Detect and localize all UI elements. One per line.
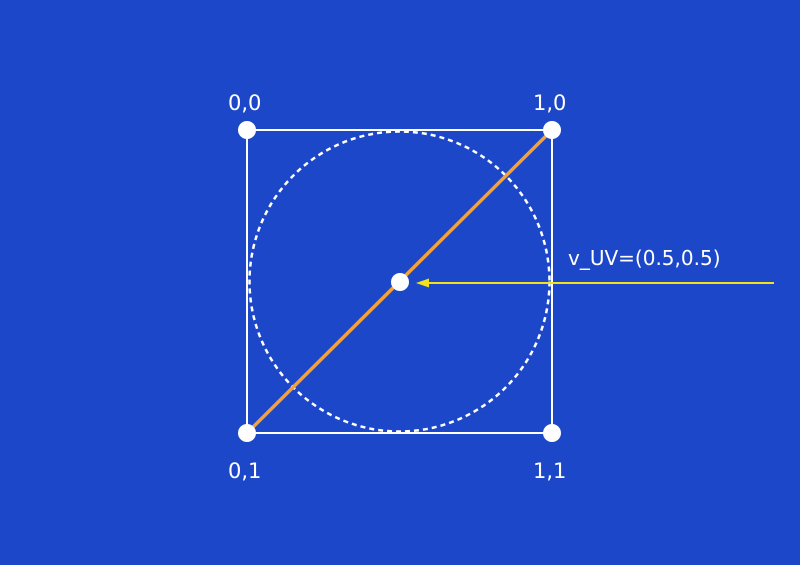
corner-label-bottom-right: 1,1 [533, 459, 567, 483]
corner-point-bottom-right [543, 424, 561, 442]
corner-label-top-right: 1,0 [533, 91, 567, 115]
arrowhead-icon [416, 278, 429, 288]
center-uv-annotation: v_UV=(0.5,0.5) [568, 246, 721, 270]
corner-label-bottom-left: 0,1 [228, 459, 262, 483]
corner-label-top-left: 0,0 [228, 91, 262, 115]
corner-point-top-right [543, 121, 561, 139]
corner-point-bottom-left [238, 424, 256, 442]
uv-square [246, 129, 553, 434]
center-point [391, 273, 409, 291]
corner-point-top-left [238, 121, 256, 139]
inscribed-circle [248, 130, 551, 433]
